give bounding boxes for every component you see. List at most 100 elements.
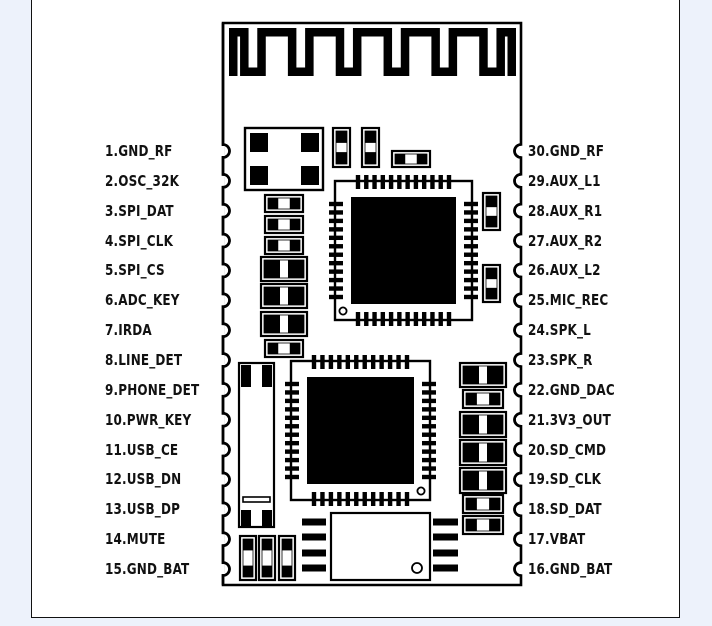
pin-gap-right	[519, 355, 523, 366]
pin-gap-left	[221, 384, 225, 395]
sop8-pin	[433, 533, 458, 541]
main-chip-pin	[329, 201, 343, 207]
main-chip-pin	[372, 312, 377, 326]
pcb-antenna	[229, 28, 516, 76]
castellated-pad-left	[222, 471, 231, 488]
pin-label-right: 21.3V3_OUT	[528, 410, 612, 429]
capacitor-r3-pad	[489, 519, 500, 531]
castellated-pad-left	[222, 232, 231, 249]
capacitor-c4-pad	[268, 343, 279, 354]
module-outline	[221, 21, 523, 587]
flash-chip-pin	[404, 355, 410, 369]
pin-gap-left	[221, 504, 225, 515]
flash-chip-pin	[379, 492, 384, 506]
flash-chip-pin	[396, 492, 401, 506]
main-chip-pin	[464, 218, 478, 224]
flash-chip-pin	[422, 398, 436, 404]
castellated-pad-right	[513, 352, 522, 368]
flash-chip-pin	[337, 492, 342, 506]
inductor-r3-pad	[463, 443, 479, 462]
tall-crystal-pad	[241, 365, 251, 387]
pin-gap-right	[519, 325, 523, 336]
main-chip-pin	[329, 227, 343, 232]
flash-chip-pin	[337, 355, 342, 369]
flash-chip-pin	[285, 415, 299, 421]
flash-chip-pin	[285, 398, 299, 404]
pin-label-left: 14.MUTE	[105, 530, 166, 549]
main-chip-pin	[464, 294, 478, 300]
main-chip-pin	[329, 277, 343, 283]
pin-gap-right	[519, 474, 523, 485]
main-chip-pin	[421, 312, 427, 326]
flash-chip-pin	[285, 457, 299, 463]
castellated-pad-left	[222, 173, 231, 189]
tall-crystal-pad	[262, 510, 272, 527]
main-chip-pin	[446, 312, 452, 326]
main-chip-pin	[464, 227, 478, 232]
pin-gap-left	[221, 235, 225, 246]
pin-gap-left	[221, 146, 225, 156]
capacitor-r2-pad	[466, 498, 477, 510]
pin-gap-left	[221, 474, 225, 485]
flash-chip-pin	[354, 355, 359, 369]
pin-gap-left	[221, 444, 225, 455]
tall-crystal-marker	[242, 496, 271, 503]
sop8-pin	[302, 564, 326, 572]
pin-label-right: 23.SPK_R	[528, 351, 593, 370]
pin-gap-left	[221, 355, 225, 366]
pin-gap-left	[221, 564, 225, 575]
tall-crystal-pad	[241, 510, 251, 527]
inductor-l2-pad	[288, 287, 304, 305]
pin-label-right: 28.AUX_R1	[528, 201, 603, 220]
main-chip-pin	[329, 252, 343, 257]
castellated-pad-left	[222, 382, 231, 398]
main-chip-pin	[464, 244, 478, 249]
main-chip-pin	[364, 175, 369, 189]
flash-chip-pin	[422, 407, 436, 412]
resistor-r5-pad	[486, 287, 497, 299]
inductor-l3-pad	[288, 315, 304, 333]
crystal-pad	[301, 166, 319, 185]
castellated-pad-right	[513, 143, 522, 159]
main-chip-pin	[446, 175, 452, 189]
pin-gap-right	[519, 146, 523, 156]
castellated-pad-right	[513, 441, 522, 458]
flash-chip-pin	[285, 424, 299, 429]
castellated-pad-right	[513, 471, 522, 488]
capacitor-r2-pad	[489, 498, 500, 510]
inductor-r2-pad	[463, 415, 479, 434]
capacitor-c3-pad	[289, 240, 300, 251]
castellated-pad-right	[513, 232, 522, 249]
pin-gap-left	[221, 414, 225, 425]
pin-gap-right	[519, 295, 523, 306]
main-chip-pin	[464, 235, 478, 241]
flash-chip-pin	[345, 355, 351, 369]
flash-chip-pin	[311, 355, 317, 369]
inductor-r4-pad	[463, 471, 479, 490]
flash-chip-pin	[320, 355, 325, 369]
main-chip-pin	[464, 210, 478, 215]
flash-chip-die	[307, 377, 414, 484]
sop8-pin	[433, 564, 458, 572]
resistor-r5-pad	[486, 268, 497, 280]
main-chip-pin	[388, 175, 394, 189]
capacitor-r1-pad	[466, 393, 477, 405]
castellated-pad-left	[222, 561, 231, 577]
capacitor-c2-pad	[289, 219, 300, 230]
castellated-pad-left	[222, 441, 231, 458]
pin-gap-right	[519, 414, 523, 425]
castellated-pad-right	[513, 322, 522, 338]
flash-chip-pin	[285, 432, 299, 437]
pin-label-right: 16.GND_BAT	[528, 560, 613, 579]
pin-gap-left	[221, 205, 225, 216]
pin-label-left: 2.OSC_32K	[105, 171, 180, 190]
flash-chip-pin	[311, 492, 317, 506]
flash-chip-pin	[387, 492, 393, 506]
flash-chip-pin	[354, 492, 359, 506]
pin-label-left: 3.SPI_DAT	[105, 201, 174, 220]
castellated-pad-right	[513, 411, 522, 428]
capacitor-r1-pad	[489, 393, 500, 405]
pin-label-left: 12.USB_DN	[105, 470, 182, 489]
castellated-pad-left	[222, 411, 231, 428]
pin-gap-right	[519, 504, 523, 515]
